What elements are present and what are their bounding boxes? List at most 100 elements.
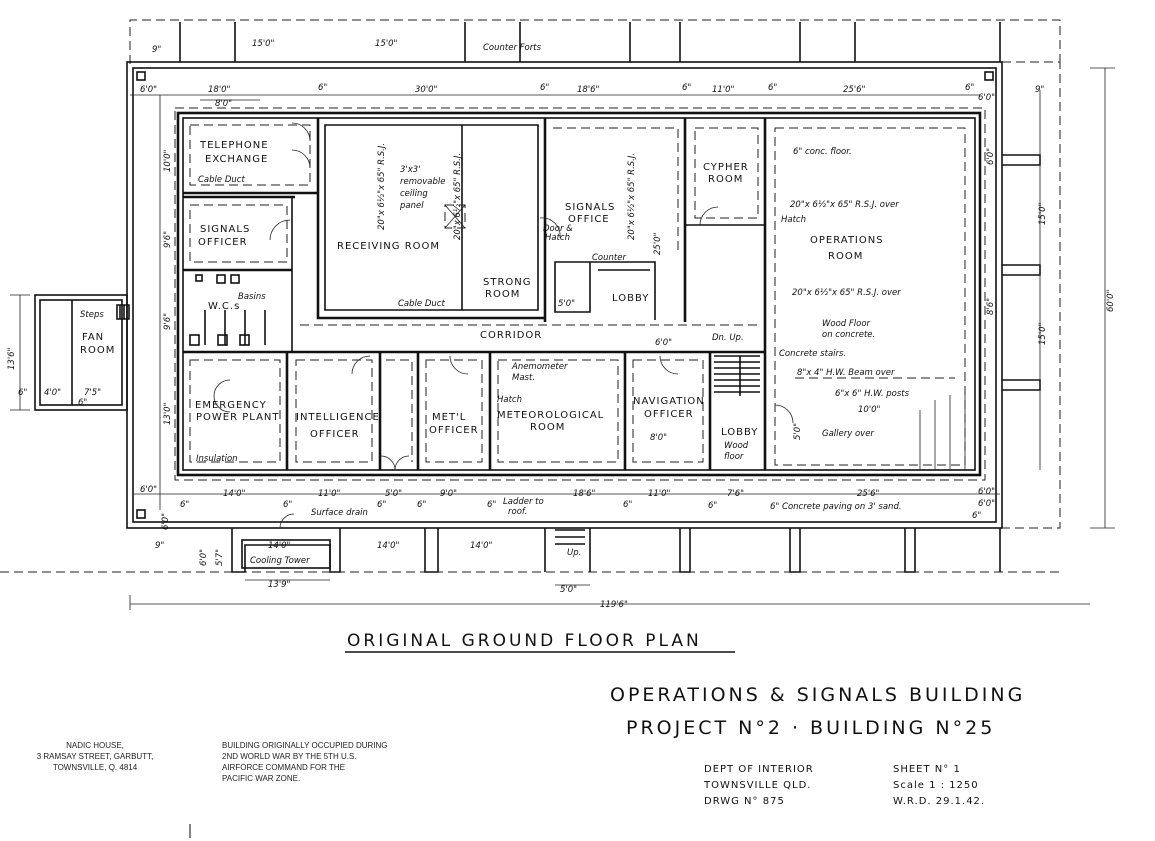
dim-label: 9'0" <box>440 489 457 499</box>
note-hw-beam: 8"x 4" H.W. Beam over <box>797 368 895 378</box>
note-ceiling-panel: panel <box>399 201 424 211</box>
room-telephone-exchange: TELEPHONE <box>199 140 269 151</box>
dim-label: 18'6" <box>577 85 600 95</box>
note-counter: Counter <box>592 253 626 263</box>
dim-label: 6" <box>768 83 777 93</box>
room-cypher-2: ROOM <box>708 174 743 185</box>
dim-label: 15'0" <box>252 39 275 49</box>
sheet-number: SHEET N° 1 <box>893 764 961 775</box>
dim-label: 14'0" <box>470 541 493 551</box>
note-ceiling-panel: ceiling <box>400 189 428 199</box>
dim-label: 5'7" <box>215 549 225 566</box>
dim-label: 30'0" <box>415 85 438 95</box>
dim-label: 25'6" <box>843 85 866 95</box>
note-ceiling-panel: removable <box>400 177 445 187</box>
dim-label: 6" <box>682 83 691 93</box>
dim-label: 6'0" <box>978 487 995 497</box>
note-wood-floor: Wood Floor <box>822 319 871 329</box>
dim-label: 13'6" <box>7 347 17 370</box>
dim-label: 6" <box>283 500 292 510</box>
note-lobby-floor: floor <box>724 452 744 462</box>
dim-label: 15'0" <box>1038 322 1048 345</box>
dim-label: 6" <box>180 500 189 510</box>
dim-label: 14'0" <box>377 541 400 551</box>
room-intelligence-2: OFFICER <box>310 429 360 440</box>
sheet-info: SHEET N° 1 Scale 1 : 1250 W.R.D. 29.1.42… <box>893 762 985 810</box>
dim-label: 13'0" <box>163 402 173 425</box>
history-line: PACIFIC WAR ZONE. <box>222 774 301 783</box>
room-fan: FAN <box>82 332 104 343</box>
dim-label: 14'0" <box>268 541 291 551</box>
dim-label: 6" <box>965 83 974 93</box>
dim-label: 9'6" <box>163 313 173 330</box>
dim-label: 11'0" <box>712 85 735 95</box>
room-emergency-power: EMERGENCY <box>195 400 267 411</box>
project-title: PROJECT N°2 · BUILDING N°25 <box>626 717 996 739</box>
dim-label: 6" <box>540 83 549 93</box>
date: W.R.D. 29.1.42. <box>893 796 986 807</box>
room-signals-officer-2: OFFICER <box>198 237 248 248</box>
note-concrete-stairs: Concrete stairs. <box>779 349 846 359</box>
history-note: BUILDING ORIGINALLY OCCUPIED DURING 2ND … <box>222 740 388 784</box>
dim-label: 6'0" <box>978 499 995 509</box>
dept-name: DEPT OF INTERIOR <box>704 764 814 775</box>
fan-room-structure <box>34 294 130 411</box>
room-telephone-exchange-2: EXCHANGE <box>205 154 268 165</box>
dim-label: 15'0" <box>1038 202 1048 225</box>
dim-label: 6'0" <box>140 485 157 495</box>
dim-label: 6'0" <box>986 148 996 165</box>
note-ladder: Ladder to <box>503 497 544 507</box>
room-cooling-tower: Cooling Tower <box>250 556 310 566</box>
dim-label: 6" <box>623 500 632 510</box>
note-up: Up. <box>567 548 581 558</box>
note-rsj: 20"x 6½"x 65" R.S.J. <box>453 153 463 240</box>
note-surface-drain: Surface drain <box>311 508 368 518</box>
room-strong-2: ROOM <box>485 289 520 300</box>
dept-location: TOWNSVILLE QLD. <box>704 780 812 791</box>
history-line: BUILDING ORIGINALLY OCCUPIED DURING <box>222 741 388 750</box>
dim-label: 6'0" <box>199 549 209 566</box>
dim-label: 18'0" <box>208 85 231 95</box>
note-ceiling-panel: 3'x3' <box>400 165 421 175</box>
note-hatch: Hatch <box>781 215 806 225</box>
note-steps: Steps <box>80 310 104 320</box>
dim-label: 14'0" <box>223 489 246 499</box>
room-signals-office: SIGNALS <box>565 202 615 213</box>
dim-label: 5'0" <box>793 423 803 440</box>
room-metl: MET'L <box>432 412 466 423</box>
scale: Scale 1 : 1250 <box>893 780 979 791</box>
dim-label: 11'0" <box>648 489 671 499</box>
dept-info: DEPT OF INTERIOR TOWNSVILLE QLD. DRWG N°… <box>704 762 814 810</box>
dim-label: 5'0" <box>560 585 577 595</box>
history-line: 2ND WORLD WAR BY THE 5TH U.S. <box>222 752 357 761</box>
counter-forts-top <box>129 19 1061 64</box>
room-corridor: CORRIDOR <box>480 330 542 341</box>
note-posts: 6"x 6" H.W. posts <box>835 389 910 399</box>
plan-title: ORIGINAL GROUND FLOOR PLAN <box>347 631 702 651</box>
history-line: AIRFORCE COMMAND FOR THE <box>222 763 345 772</box>
dim-label: 6" <box>377 500 386 510</box>
address-line: NADIC HOUSE, <box>66 741 124 750</box>
dim-label: 13'9" <box>268 580 291 590</box>
bottom-structure <box>0 513 1060 573</box>
note-conc-floor: 6" conc. floor. <box>793 147 852 157</box>
dim-label: 8'0" <box>650 433 667 443</box>
room-meteorological: METEOROLOGICAL <box>497 410 604 421</box>
dimension-labels: 15'0" 15'0" 9" 6'0" 18'0" 8'0" 6" 30'0" … <box>7 39 1116 610</box>
address-block: NADIC HOUSE, 3 RAMSAY STREET, GARBUTT, T… <box>20 740 170 773</box>
room-strong: STRONG <box>483 277 532 288</box>
note-door-hatch: Hatch <box>545 233 570 243</box>
note-rsj-over: 20"x 6½"x 65" R.S.J. over <box>790 200 899 210</box>
note-door-hatch: Door & <box>543 224 573 234</box>
dim-label: 6" <box>18 388 27 398</box>
dim-total-width: 119'6" <box>600 600 628 610</box>
dim-label: 8'6" <box>986 298 996 315</box>
dim-label: 5'0" <box>385 489 402 499</box>
room-fan-2: ROOM <box>80 345 115 356</box>
note-counter-forts: Counter Forts <box>483 43 542 53</box>
note-rsj-over: 20"x 6½"x 65" R.S.J. over <box>792 288 901 298</box>
annotations: Counter Forts Cable Duct Cable Duct 3'x3… <box>80 43 910 558</box>
dim-label: 6" <box>972 511 981 521</box>
note-insulation: Insulation <box>196 454 238 464</box>
dim-label: 25'0" <box>653 232 663 255</box>
